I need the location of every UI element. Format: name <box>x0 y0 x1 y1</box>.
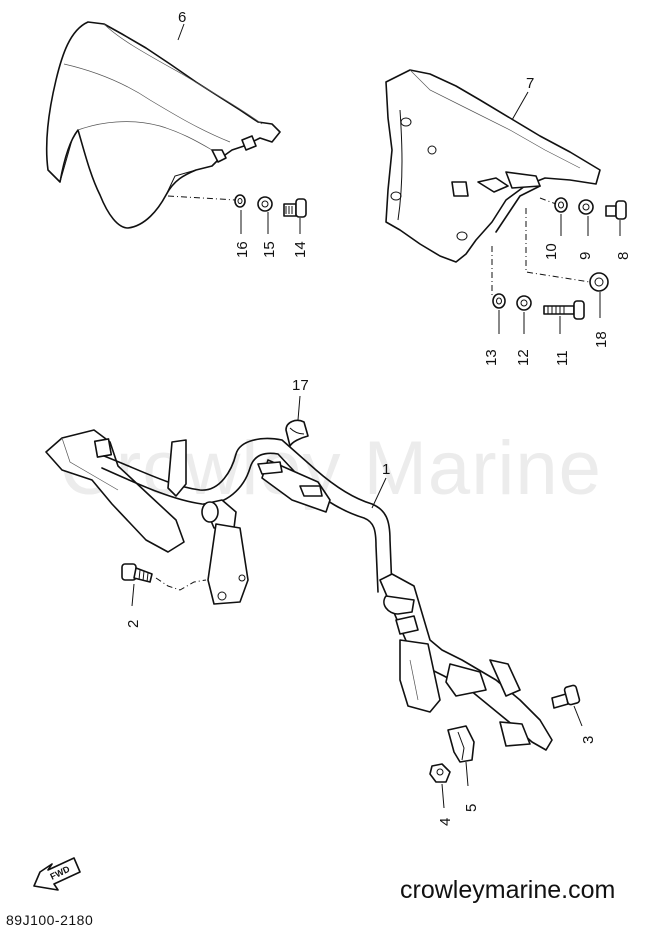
callout-17: 17 <box>292 377 309 394</box>
part-14-bolt[interactable] <box>283 198 307 218</box>
part-3-bolt[interactable] <box>551 684 581 709</box>
callout-16: 16 <box>234 241 251 258</box>
part-17-grommet[interactable] <box>285 419 309 447</box>
callout-8: 8 <box>615 252 632 260</box>
callout-10: 10 <box>543 243 560 260</box>
part-18-collar[interactable] <box>589 272 609 292</box>
part-15-washer[interactable] <box>257 196 273 212</box>
site-url: crowleymarine.com <box>400 876 616 904</box>
callout-11: 11 <box>554 350 571 366</box>
part-12-washer[interactable] <box>516 295 532 311</box>
callout-15: 15 <box>261 241 278 258</box>
fwd-arrow-icon: FWD <box>33 857 81 891</box>
callout-3: 3 <box>580 736 597 744</box>
part-2-bolt[interactable] <box>121 563 153 583</box>
part-1-bracket[interactable] <box>45 429 553 751</box>
part-9-washer[interactable] <box>578 199 594 215</box>
part-4-nut[interactable] <box>429 763 451 783</box>
callout-14: 14 <box>292 241 309 258</box>
part-10-collar[interactable] <box>554 197 568 213</box>
diagram-code: 89J100-2180 <box>6 912 94 928</box>
part-7-cover[interactable] <box>385 69 601 263</box>
callout-1: 1 <box>382 461 390 478</box>
callout-18: 18 <box>593 331 610 348</box>
part-6-cover[interactable] <box>45 21 281 229</box>
part-13-collar[interactable] <box>492 293 506 309</box>
part-16-collar[interactable] <box>234 194 246 208</box>
part-5-clip[interactable] <box>447 725 475 763</box>
callout-5: 5 <box>463 804 480 812</box>
part-8-bolt[interactable] <box>605 200 627 220</box>
callout-13: 13 <box>483 349 500 366</box>
callout-6: 6 <box>178 9 186 26</box>
callout-7: 7 <box>526 75 534 92</box>
callout-2: 2 <box>125 620 142 628</box>
callout-4: 4 <box>437 818 454 826</box>
part-11-bolt[interactable] <box>543 300 585 320</box>
callout-12: 12 <box>515 349 532 366</box>
callout-9: 9 <box>577 252 594 260</box>
